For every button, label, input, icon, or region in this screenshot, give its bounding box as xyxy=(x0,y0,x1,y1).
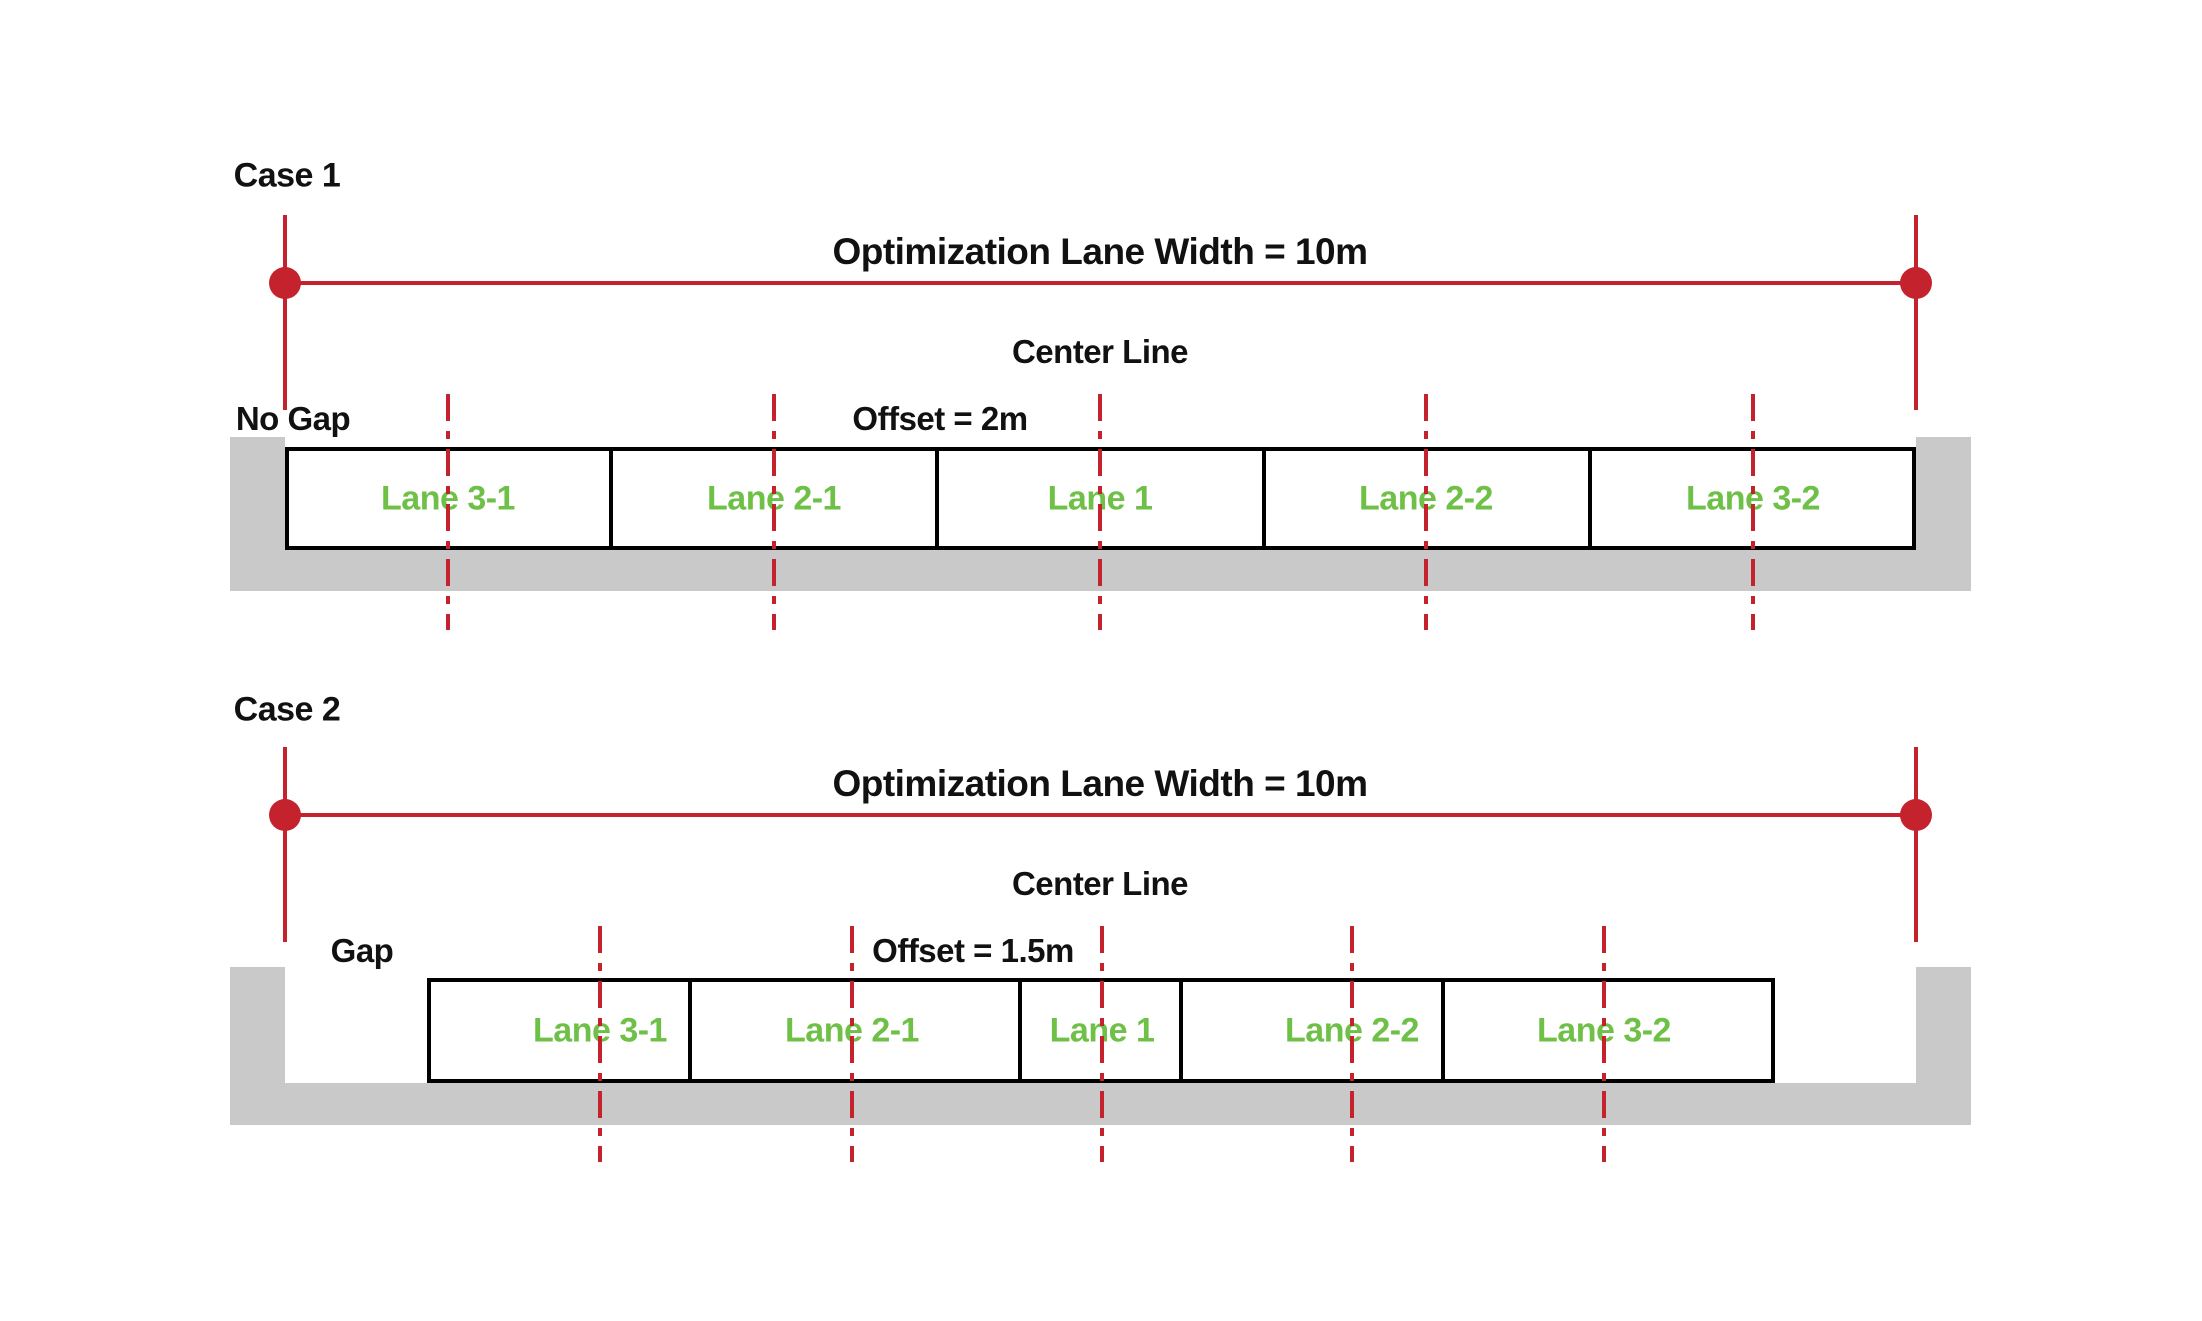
lane-center-dash-line xyxy=(1751,394,1755,630)
optimization-lane-width-label: Optimization Lane Width = 10m xyxy=(832,231,1368,272)
lane-center-dash-line xyxy=(1602,926,1606,1162)
lane-divider xyxy=(688,978,692,1083)
dimension-line xyxy=(285,813,1916,817)
offset-label: Offset = 1.5m xyxy=(872,932,1074,969)
lane-divider xyxy=(609,447,613,550)
lane-center-dash-line xyxy=(850,926,854,1162)
dimension-line xyxy=(285,281,1916,285)
lane-center-dash-line xyxy=(1098,394,1102,630)
lane-divider xyxy=(1262,447,1266,550)
lane-center-dash-line xyxy=(1424,394,1428,630)
lane-divider xyxy=(1179,978,1183,1083)
lane-center-dash-line xyxy=(772,394,776,630)
dimension-tick-right xyxy=(1914,215,1918,410)
dimension-tick-left xyxy=(283,215,287,410)
lane-divider xyxy=(1018,978,1022,1083)
dimension-endpoint-dot-right xyxy=(1900,267,1932,299)
gap-label: No Gap xyxy=(235,400,351,437)
case-title: Case 1 xyxy=(233,156,341,195)
center-line-label: Center Line xyxy=(1011,865,1189,902)
dimension-tick-left xyxy=(283,747,287,942)
lane-center-dash-line xyxy=(1350,926,1354,1162)
gap-label: Gap xyxy=(330,932,394,969)
dimension-endpoint-dot-left xyxy=(269,267,301,299)
case-title: Case 2 xyxy=(233,690,341,729)
optimization-lane-width-label: Optimization Lane Width = 10m xyxy=(832,763,1368,804)
dimension-endpoint-dot-right xyxy=(1900,799,1932,831)
lane-divider xyxy=(935,447,939,550)
center-line-label: Center Line xyxy=(1011,333,1189,370)
offset-label: Offset = 2m xyxy=(852,400,1028,437)
lane-center-dash-line xyxy=(1100,926,1104,1162)
lane-center-dash-line xyxy=(446,394,450,630)
lane-divider xyxy=(1441,978,1445,1083)
dimension-tick-right xyxy=(1914,747,1918,942)
lane-divider xyxy=(1588,447,1592,550)
dimension-endpoint-dot-left xyxy=(269,799,301,831)
lane-center-dash-line xyxy=(598,926,602,1162)
